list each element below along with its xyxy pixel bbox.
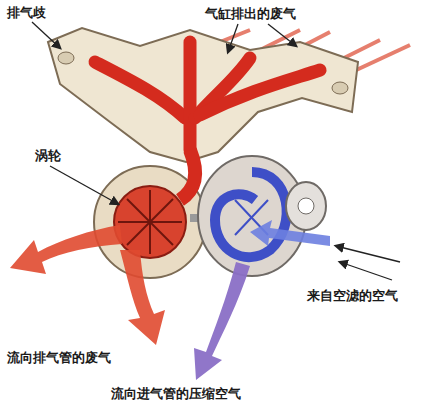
flow-label: 流向排气管的废气 <box>6 350 112 366</box>
compressed-air-arrow <box>194 262 250 380</box>
turbine-wheel <box>114 186 186 258</box>
leader-lines <box>32 22 400 280</box>
flow-label: 来自空滤的空气 <box>306 288 399 304</box>
compressor-inlet <box>286 182 326 230</box>
exhaust-out-arrow <box>10 225 122 274</box>
flow-label: 流向进气管的压缩空气 <box>110 386 242 402</box>
compressor-flow <box>215 172 287 257</box>
part-label: 气缸排出的废气 <box>204 6 297 22</box>
exhaust-down-arrow <box>120 250 165 345</box>
intake-arrow <box>250 220 330 246</box>
part-label: 排气歧 <box>6 5 47 21</box>
exhaust-manifold <box>48 28 358 162</box>
part-label: 涡轮 <box>34 148 62 164</box>
exhaust-flow <box>95 42 320 150</box>
